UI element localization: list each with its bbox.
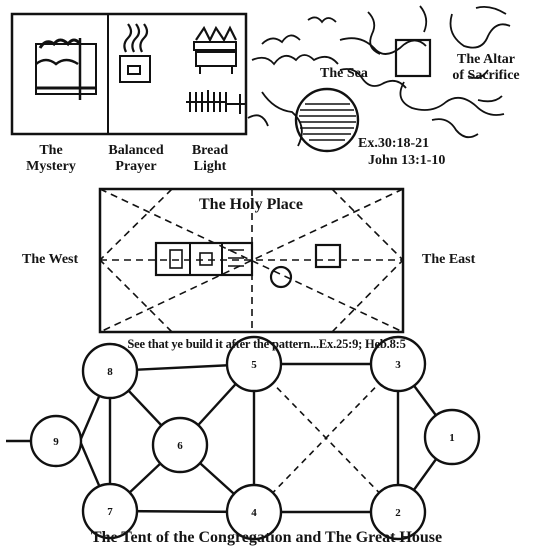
- menorah-icon: [186, 90, 246, 114]
- node-label-1: 1: [449, 432, 455, 444]
- node-label-6: 6: [177, 440, 183, 452]
- node-label-3: 3: [395, 359, 401, 371]
- node-9: [29, 414, 83, 468]
- pattern-caption: See that ye build it after the pattern..…: [127, 337, 406, 351]
- furnishings-panel: [10, 12, 248, 136]
- node-label-4: 4: [251, 507, 257, 519]
- holy-place-plan: [98, 187, 405, 334]
- label-bread-line2: Light: [193, 159, 227, 174]
- label-the-sea: The Sea: [320, 66, 368, 81]
- label-mystery-line1: The: [39, 143, 63, 158]
- label-bread: Bread Light: [180, 143, 240, 175]
- laver-icon: [294, 87, 360, 153]
- label-prayer-line1: Balanced: [108, 143, 164, 158]
- label-mystery-line2: Mystery: [26, 159, 76, 174]
- node-6: [151, 416, 209, 474]
- showbread-table-icon: [193, 25, 237, 74]
- label-ref-exodus: Ex.30:18-21: [358, 136, 430, 151]
- label-holy-place: The Holy Place: [199, 196, 303, 213]
- label-altar-line1: The Altar: [457, 52, 515, 67]
- label-east: The East: [422, 252, 476, 267]
- node-7: [81, 482, 139, 540]
- label-west: The West: [22, 252, 79, 267]
- label-altar-line2: of Sacrifice: [452, 68, 520, 83]
- label-mystery: The Mystery: [18, 143, 84, 175]
- label-prayer-line2: Prayer: [115, 159, 157, 174]
- node-3: [369, 335, 427, 393]
- network-caption: The Tent of the Congregation and The Gre…: [90, 529, 443, 546]
- node-label-9: 9: [53, 436, 59, 448]
- node-label-2: 2: [395, 507, 401, 519]
- node-labels: 8 5 3 9 6 1 7 4 2: [53, 359, 455, 519]
- network-dashed-edges: [253, 363, 399, 513]
- node-1: [423, 408, 481, 466]
- ark-icon: [35, 38, 97, 100]
- incense-altar-icon: [119, 23, 151, 83]
- label-ref-john: John 13:1-10: [368, 153, 446, 168]
- map-area: [247, 5, 511, 153]
- node-5: [225, 335, 283, 393]
- label-bread-line1: Bread: [191, 143, 229, 158]
- node-2: [369, 483, 427, 541]
- node-8: [81, 342, 139, 400]
- node-label-8: 8: [107, 366, 113, 378]
- network-nodes: [29, 335, 481, 541]
- node-4: [225, 483, 283, 541]
- label-altar: The Altar of Sacrifice: [440, 52, 532, 84]
- label-prayer: Balanced Prayer: [100, 143, 172, 175]
- node-label-7: 7: [107, 506, 113, 518]
- node-label-5: 5: [251, 359, 257, 371]
